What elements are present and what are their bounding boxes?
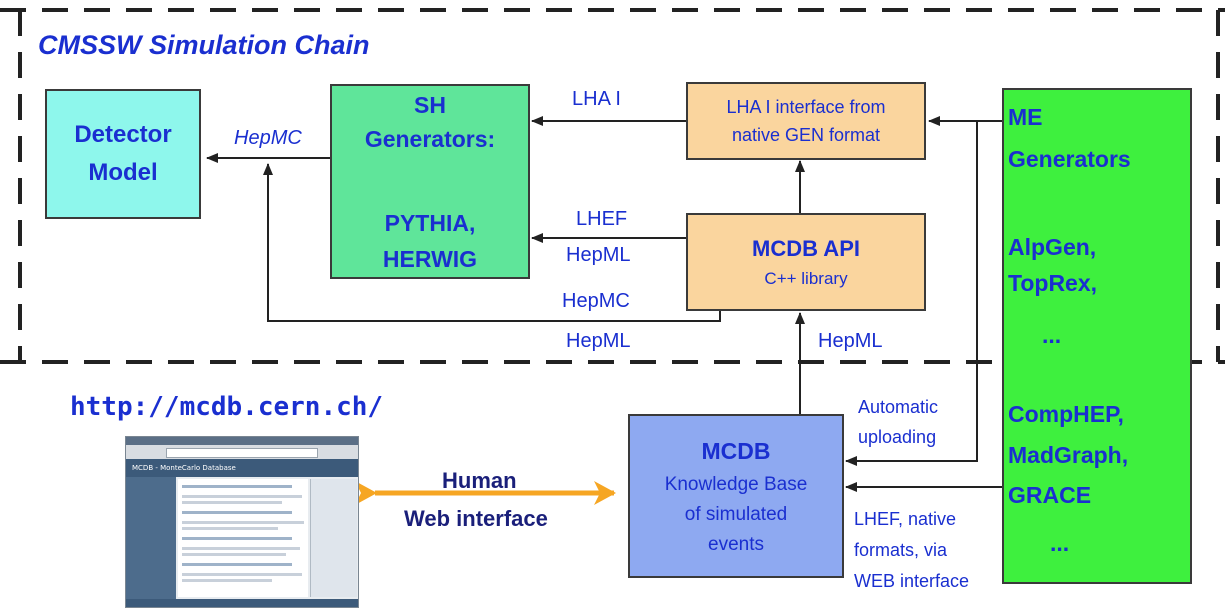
- label-lha-i: LHA I: [572, 88, 621, 110]
- mcdb-knowledge-base-box: MCDB Knowledge Base of simulated events: [628, 414, 844, 578]
- screenshot-content: [178, 479, 308, 597]
- me-generators-box: ME Generators AlpGen, TopRex, ... CompHE…: [1002, 88, 1192, 584]
- label-lhef: LHEF: [576, 208, 628, 230]
- label-hepml-right: HepML: [818, 330, 883, 352]
- sh-line1: SH: [414, 92, 446, 118]
- arrow-me-to-mcdb-auto: [845, 120, 1002, 466]
- me-line7: MadGraph,: [1008, 442, 1129, 468]
- detector-line1: Detector: [74, 121, 172, 148]
- sh-line2: Generators:: [364, 126, 496, 152]
- detector-model-box: Detector Model: [45, 89, 201, 219]
- me-line3: AlpGen,: [1008, 234, 1097, 260]
- mcdb-line3: of simulated: [684, 504, 788, 525]
- screenshot-right-panel: [310, 479, 357, 597]
- lha-interface-box: LHA I interface from native GEN format: [686, 82, 926, 160]
- mcdb-line2: Knowledge Base: [664, 474, 808, 495]
- label-formats-via: formats, via: [854, 540, 948, 560]
- sh-line4: HERWIG: [382, 246, 478, 272]
- me-line2: Generators: [1008, 146, 1131, 172]
- mcdb-url-link[interactable]: http://mcdb.cern.ch/: [70, 392, 384, 422]
- label-web-interface-small: WEB interface: [854, 571, 970, 591]
- label-lhef-native: LHEF, native: [854, 509, 957, 529]
- mcdb-api-line1: MCDB API: [752, 236, 860, 261]
- label-automatic: Automatic: [858, 397, 939, 417]
- screenshot-titlebar: [126, 437, 358, 445]
- screenshot-address-bar: [166, 448, 318, 458]
- screenshot-statusbar: [126, 599, 358, 607]
- mcdb-api-line2: C++ library: [764, 269, 848, 288]
- screenshot-left-panel: [126, 477, 176, 599]
- me-line6: CompHEP,: [1008, 401, 1124, 427]
- detector-line2: Model: [88, 159, 158, 186]
- screenshot-header-band: MCDB - MonteCarlo Database: [126, 459, 358, 477]
- diagram-title: CMSSW Simulation Chain: [38, 30, 370, 60]
- lha-line1: LHA I interface from: [726, 97, 886, 117]
- mcdb-api-box: MCDB API C++ library: [686, 213, 926, 311]
- label-hepml-bottom: HepML: [566, 330, 631, 352]
- me-line9: ...: [1050, 530, 1070, 556]
- me-line1: ME: [1008, 104, 1043, 130]
- label-human: Human: [442, 468, 517, 493]
- label-hepmc-top: HepMC: [234, 127, 302, 149]
- lha-line2: native GEN format: [731, 125, 881, 145]
- mcdb-line1: MCDB: [701, 438, 771, 464]
- me-line5: ...: [1042, 322, 1062, 348]
- sh-generators-box: SH Generators: PYTHIA, HERWIG: [330, 84, 530, 279]
- label-hepmc-bottom: HepMC: [562, 290, 630, 312]
- sh-line3: PYTHIA,: [384, 210, 476, 236]
- label-web-interface: Web interface: [404, 506, 548, 531]
- me-line8: GRACE: [1008, 482, 1092, 508]
- arrow-api-to-detector: [263, 163, 721, 322]
- label-uploading: uploading: [858, 427, 937, 447]
- mcdb-website-screenshot: MCDB - MonteCarlo Database: [125, 436, 359, 608]
- mcdb-line4: events: [708, 534, 764, 555]
- label-hepml-mid: HepML: [566, 244, 631, 266]
- me-line4: TopRex,: [1008, 270, 1098, 296]
- screenshot-header-text: MCDB - MonteCarlo Database: [132, 464, 236, 472]
